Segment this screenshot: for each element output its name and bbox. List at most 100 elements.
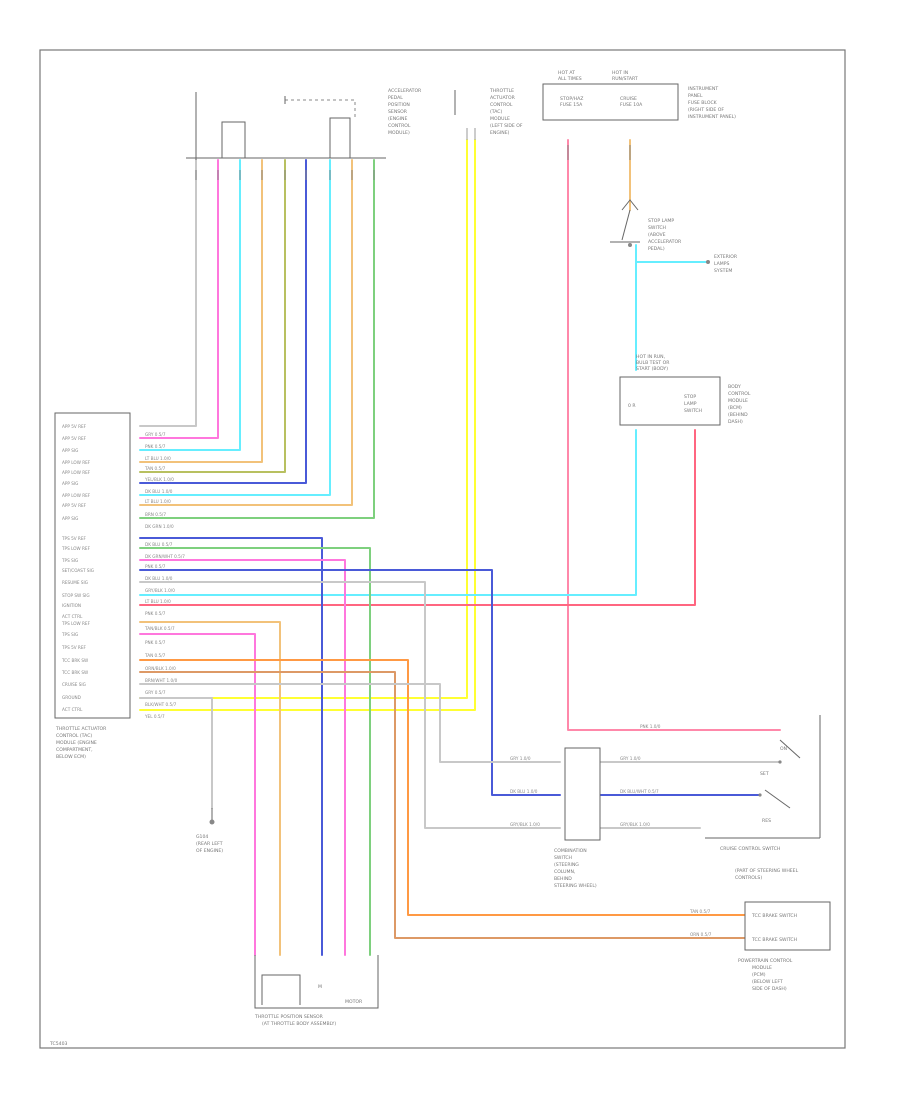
svg-text:TPS SIG: TPS SIG: [61, 632, 78, 637]
svg-text:(BEHIND: (BEHIND: [728, 412, 748, 418]
top-left-connector: ACCELERATOR PEDAL POSITION SENSOR (ENGIN…: [186, 88, 456, 180]
svg-text:HOT IN RUN,: HOT IN RUN,: [636, 354, 666, 360]
svg-text:(BELOW LEFT: (BELOW LEFT: [752, 979, 783, 985]
svg-text:GRY 1.0/0: GRY 1.0/0: [510, 756, 531, 761]
svg-text:MODULE: MODULE: [752, 965, 772, 971]
svg-text:DK BLU 1.0/0: DK BLU 1.0/0: [510, 789, 538, 794]
svg-text:DK BLU 0.5/7: DK BLU 0.5/7: [145, 542, 173, 547]
svg-text:START (BODY): START (BODY): [636, 366, 668, 372]
svg-text:ORN/BLK 1.0/0: ORN/BLK 1.0/0: [145, 666, 176, 671]
svg-text:APP LOW REF: APP LOW REF: [62, 493, 91, 498]
svg-text:TPS SIG: TPS SIG: [61, 558, 78, 563]
wire-gray-2: [139, 581, 561, 829]
throttle-body-label: THROTTLE ACTUATOR CONTROL (TAC) MODULE (…: [466, 88, 523, 140]
svg-text:CONTROL: CONTROL: [388, 123, 411, 129]
wire-lightgreen-1: [139, 159, 375, 519]
svg-text:BEHIND: BEHIND: [554, 876, 572, 882]
svg-text:0 R: 0 R: [628, 403, 636, 409]
svg-text:(BCM): (BCM): [728, 405, 742, 411]
svg-text:TCC BRK SW: TCC BRK SW: [61, 658, 88, 663]
wire-red-bcm: [139, 429, 696, 606]
engine-control-module: APP 5V REF APP 5V REF APP SIG APP LOW RE…: [54, 412, 131, 760]
svg-text:BODY: BODY: [728, 384, 741, 390]
svg-text:SYSTEM: SYSTEM: [714, 268, 732, 274]
svg-text:THROTTLE: THROTTLE: [489, 88, 514, 94]
svg-text:YEL/BLK 1.0/0: YEL/BLK 1.0/0: [144, 477, 174, 482]
svg-text:TCC BRAKE SWITCH: TCC BRAKE SWITCH: [751, 937, 797, 943]
svg-text:PNK 0.5/7: PNK 0.5/7: [145, 444, 166, 449]
wire-cyan-bcm-out: [139, 429, 637, 596]
svg-text:LAMPS: LAMPS: [714, 261, 730, 267]
svg-text:MOTOR: MOTOR: [345, 999, 363, 1005]
svg-text:GRY 1.0/0: GRY 1.0/0: [620, 756, 641, 761]
svg-text:M: M: [318, 984, 322, 990]
svg-text:MODULE (ENGINE: MODULE (ENGINE: [56, 740, 97, 746]
svg-text:GRY/BLK 1.0/0: GRY/BLK 1.0/0: [620, 822, 650, 827]
wire-blue-3: [139, 569, 561, 796]
svg-text:FUSE BLOCK: FUSE BLOCK: [688, 100, 718, 106]
cruise-control-switch: ON SET RES CRUISE CONTROL SWITCH (PART O…: [705, 715, 821, 881]
svg-text:INSTRUMENT PANEL): INSTRUMENT PANEL): [688, 114, 736, 120]
svg-text:G104: G104: [196, 834, 208, 840]
svg-text:OF ENGINE): OF ENGINE): [196, 848, 223, 854]
wire-tan-2: [139, 159, 353, 506]
svg-text:CONTROLS): CONTROLS): [735, 875, 762, 881]
svg-text:GRY/BLK 1.0/0: GRY/BLK 1.0/0: [145, 588, 175, 593]
top-right-module: HOT AT ALL TIMES HOT IN RUN/START STOP/H…: [542, 70, 736, 160]
svg-text:PEDAL: PEDAL: [388, 95, 403, 101]
svg-text:DASH): DASH): [728, 419, 743, 425]
svg-text:SET/COAST SIG: SET/COAST SIG: [62, 568, 94, 573]
svg-text:DK BLU/WHT 0.5/7: DK BLU/WHT 0.5/7: [620, 789, 659, 794]
svg-text:FUSE 10A: FUSE 10A: [620, 102, 643, 108]
throttle-position-sensor: M MOTOR THROTTLE POSITION SENSOR (AT THR…: [49, 955, 379, 1047]
wire-pinkred-long: [567, 139, 781, 731]
svg-text:TC5403: TC5403: [49, 1041, 68, 1047]
svg-text:(TAC): (TAC): [490, 109, 503, 115]
svg-text:COMBINATION: COMBINATION: [554, 848, 587, 854]
svg-text:TAN 0.5/7: TAN 0.5/7: [144, 653, 166, 658]
svg-text:APP SIG: APP SIG: [62, 481, 78, 486]
svg-text:APP 5V REF: APP 5V REF: [62, 424, 87, 429]
svg-text:HOT AT: HOT AT: [558, 70, 575, 76]
wire-tan-1: [139, 159, 263, 463]
svg-text:APP LOW REF: APP LOW REF: [62, 460, 91, 465]
svg-text:LT BLU 1.0/0: LT BLU 1.0/0: [145, 599, 171, 604]
svg-text:PANEL: PANEL: [688, 93, 703, 99]
svg-text:STOP/HAZ: STOP/HAZ: [560, 96, 583, 102]
svg-text:DK GRN 1.0/0: DK GRN 1.0/0: [145, 524, 174, 529]
svg-text:BLK/WHT 0.5/7: BLK/WHT 0.5/7: [145, 702, 177, 707]
svg-text:(LEFT SIDE OF: (LEFT SIDE OF: [490, 123, 523, 129]
svg-text:ACCELERATOR: ACCELERATOR: [648, 239, 682, 245]
svg-text:STOP: STOP: [684, 394, 696, 400]
svg-text:(AT THROTTLE BODY ASSEMBLY): (AT THROTTLE BODY ASSEMBLY): [262, 1021, 336, 1027]
svg-text:SET: SET: [760, 771, 769, 777]
svg-text:RES: RES: [762, 818, 771, 824]
svg-text:EXTERIOR: EXTERIOR: [714, 254, 738, 260]
diagram-frame: [39, 49, 846, 1049]
svg-text:APP SIG: APP SIG: [62, 448, 78, 453]
svg-text:(PCM): (PCM): [752, 972, 766, 978]
svg-text:BRN 0.5/7: BRN 0.5/7: [145, 512, 166, 517]
svg-text:(ABOVE: (ABOVE: [648, 232, 666, 238]
svg-text:TPS LOW REF: TPS LOW REF: [61, 546, 91, 551]
wire-cyan-2: [139, 159, 331, 496]
svg-text:ORN 0.5/7: ORN 0.5/7: [690, 932, 712, 937]
wire-pink-3: [139, 633, 256, 956]
svg-text:ACTUATOR: ACTUATOR: [490, 95, 516, 101]
svg-text:GRY/BLK 1.0/0: GRY/BLK 1.0/0: [510, 822, 540, 827]
ground-symbol: G104 (REAR LEFT OF ENGINE): [196, 808, 223, 854]
svg-text:ON: ON: [780, 746, 787, 752]
svg-text:CRUISE SIG: CRUISE SIG: [62, 682, 86, 687]
wire-lightgreen-2: [139, 547, 371, 956]
svg-text:TPS 5V REF: TPS 5V REF: [61, 645, 86, 650]
svg-text:INSTRUMENT: INSTRUMENT: [688, 86, 718, 92]
svg-text:(RIGHT SIDE OF: (RIGHT SIDE OF: [688, 107, 724, 113]
svg-text:ENGINE): ENGINE): [490, 130, 510, 136]
svg-text:BULB TEST OR: BULB TEST OR: [636, 360, 670, 366]
svg-text:TPS 5V REF: TPS 5V REF: [61, 536, 86, 541]
svg-text:PEDAL): PEDAL): [648, 246, 665, 252]
wire-orange-1: [139, 659, 746, 916]
svg-text:BELOW ECM): BELOW ECM): [56, 754, 86, 760]
svg-text:TAN 0.5/7: TAN 0.5/7: [689, 909, 711, 914]
svg-text:POWERTRAIN CONTROL: POWERTRAIN CONTROL: [738, 958, 793, 964]
